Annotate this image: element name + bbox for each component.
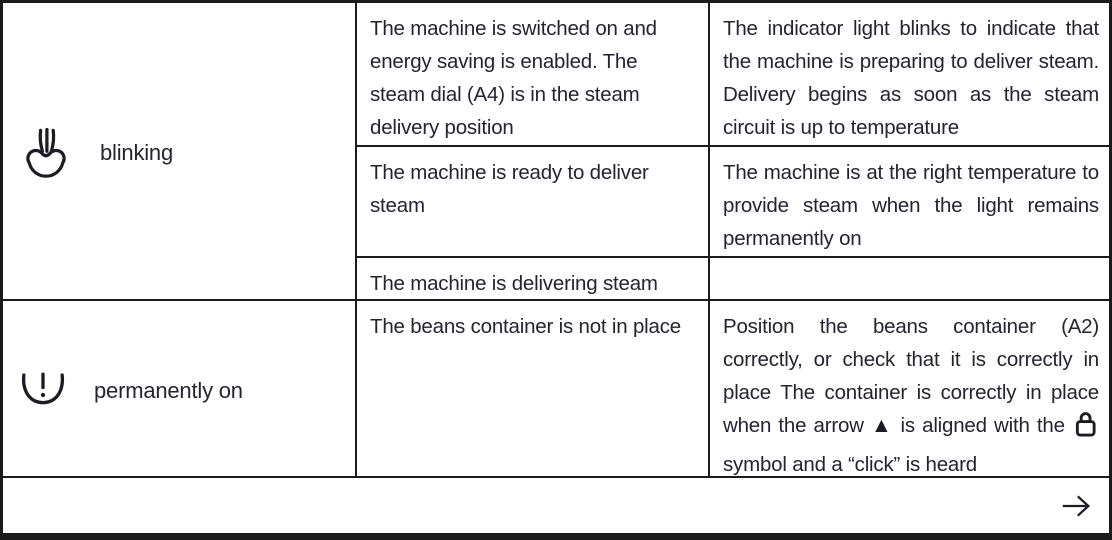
- cause-text: The machine is ready to deliver steam: [370, 161, 649, 217]
- remedy-text-part3: symbol and a “click” is heard: [723, 453, 977, 476]
- cause-text: The beans container is not in place: [370, 315, 681, 338]
- cause-cell: The machine is switched on and energy sa…: [355, 3, 708, 145]
- remedy-text-part1: Position the beans container (A2) correc…: [723, 315, 1099, 437]
- cause-text: The machine is delivering steam: [370, 272, 658, 295]
- remedy-text-part2: is aligned with the: [900, 414, 1065, 437]
- table-footer: [3, 476, 1109, 533]
- remedy-cell-empty: [708, 256, 1109, 299]
- state-label: permanently on: [94, 377, 243, 403]
- remedy-cell: The indicator light blinks to indicate t…: [708, 3, 1109, 145]
- beans-container-alert-icon: [18, 368, 68, 412]
- arrow-right-icon: [1061, 491, 1091, 521]
- state-label: blinking: [100, 140, 174, 165]
- remedy-cell: Position the beans container (A2) correc…: [708, 299, 1109, 476]
- cause-cell: The machine is delivering steam: [355, 256, 708, 299]
- remedy-text: The indicator light blinks to indicate t…: [723, 17, 1099, 139]
- lock-icon: [1074, 410, 1097, 448]
- remedy-text: The machine is at the right temperature …: [723, 161, 1099, 250]
- cause-text: The machine is switched on and energy sa…: [370, 17, 657, 139]
- state-cell-permanently-on: permanently on: [3, 299, 355, 476]
- cause-cell: The machine is ready to deliver steam: [355, 145, 708, 256]
- triangle-up-icon: ▲: [871, 414, 894, 437]
- cause-cell: The beans container is not in place: [355, 299, 708, 476]
- steam-icon: [18, 122, 74, 184]
- state-cell-blinking: blinking: [3, 3, 355, 299]
- remedy-cell: The machine is at the right temperature …: [708, 145, 1109, 256]
